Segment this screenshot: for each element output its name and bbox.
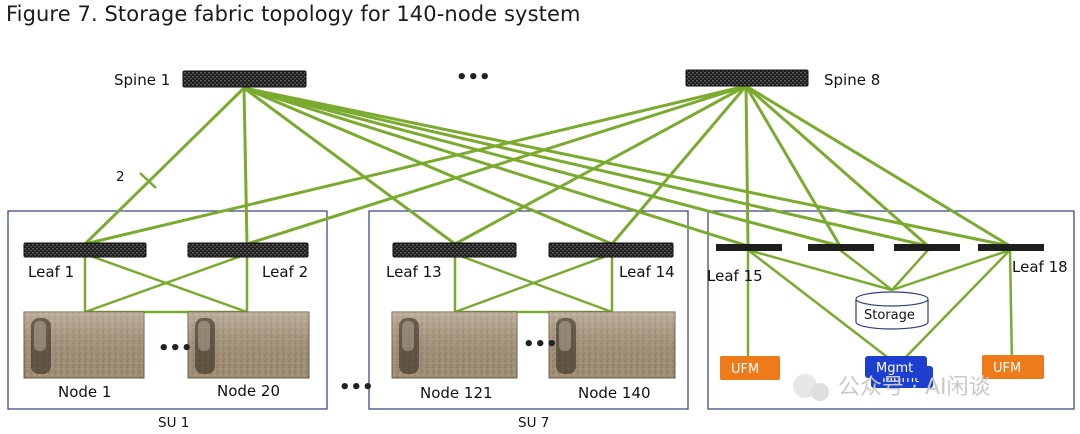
leaf-17-switch [894, 244, 960, 251]
link-spine8-leaf18 [744, 84, 1012, 248]
leaf-node-links [83, 252, 614, 314]
node-140-server [548, 311, 676, 379]
link-spine8-leaf17 [744, 84, 930, 248]
link-count-tick [139, 172, 157, 189]
node-1-label: Node 1 [58, 383, 111, 401]
node-20-server [187, 311, 310, 379]
link-spine1-leaf2 [242, 86, 249, 246]
leaf-18-switch [978, 244, 1044, 251]
leaf-1-label: Leaf 1 [28, 263, 74, 281]
link-spine1-leaf13 [242, 86, 457, 246]
leaf-15-label: Leaf 15 [707, 267, 763, 285]
ufm-left-box [720, 356, 780, 380]
leaf-2-label: Leaf 2 [262, 263, 308, 281]
su-7-box [368, 210, 689, 410]
ufm-right-label: UFM [993, 361, 1021, 376]
link-spine1-leaf1 [83, 86, 246, 246]
leaf-13-label: Leaf 13 [386, 263, 442, 281]
node-ellipsis-su7: ••• [523, 334, 558, 355]
su-7-label: SU 7 [518, 415, 549, 431]
link-spine8-leaf16 [744, 84, 842, 248]
node-1-server [23, 311, 145, 379]
mgmt-front-label: Mgmt [876, 361, 913, 376]
spine-8-label: Spine 8 [824, 71, 880, 89]
link-spine1-leaf18 [242, 86, 1012, 248]
su-1-box [7, 210, 328, 410]
leaf-1-switch [23, 242, 147, 258]
storage-unit-box [707, 210, 1075, 410]
link-spine8-leaf15 [744, 84, 750, 248]
leaf-14-switch [548, 242, 674, 258]
storage-label: Storage [864, 308, 915, 323]
leaf-18-label: Leaf 18 [1012, 258, 1068, 276]
watermark-text: 公众号 · AI闲谈 [838, 375, 991, 400]
storage-cylinder [855, 291, 929, 330]
mgmt-front-box [865, 356, 927, 378]
leaf-16-switch [808, 244, 874, 251]
storage-unit-links [746, 248, 1014, 367]
link-spine1-leaf14 [242, 86, 614, 246]
leaf-13-switch [392, 242, 517, 258]
link-spine8-leaf13 [453, 84, 748, 246]
leaf-2-switch [187, 242, 309, 258]
watermark-icon [793, 374, 829, 401]
spine-leaf-links [83, 84, 1012, 248]
ufm-right-box [982, 355, 1044, 379]
link-spine1-leaf17 [242, 86, 930, 248]
link-count-label: 2 [116, 169, 125, 185]
leaf-14-label: Leaf 14 [619, 263, 675, 281]
spine-1-label: Spine 1 [114, 71, 170, 89]
spine-1-switch [182, 70, 307, 88]
ufm-left-label: UFM [731, 362, 759, 377]
link-spine1-leaf15 [242, 86, 750, 248]
link-spine8-leaf14 [610, 84, 748, 246]
leaf-15-switch [716, 244, 782, 251]
spine-ellipsis: ••• [456, 67, 491, 88]
link-spine8-leaf1 [83, 84, 748, 246]
node-121-label: Node 121 [420, 384, 493, 402]
node-140-label: Node 140 [578, 384, 651, 402]
link-spine1-leaf16 [242, 86, 842, 248]
su-ellipsis: ••• [339, 377, 374, 398]
figure-title: Figure 7. Storage fabric topology for 14… [6, 2, 581, 26]
node-121-server [391, 311, 518, 379]
su-1-label: SU 1 [158, 415, 189, 431]
link-spine8-leaf2 [245, 84, 748, 246]
node-20-label: Node 20 [217, 382, 280, 400]
spine-8-switch [685, 69, 809, 87]
node-ellipsis-su1: ••• [158, 338, 193, 359]
